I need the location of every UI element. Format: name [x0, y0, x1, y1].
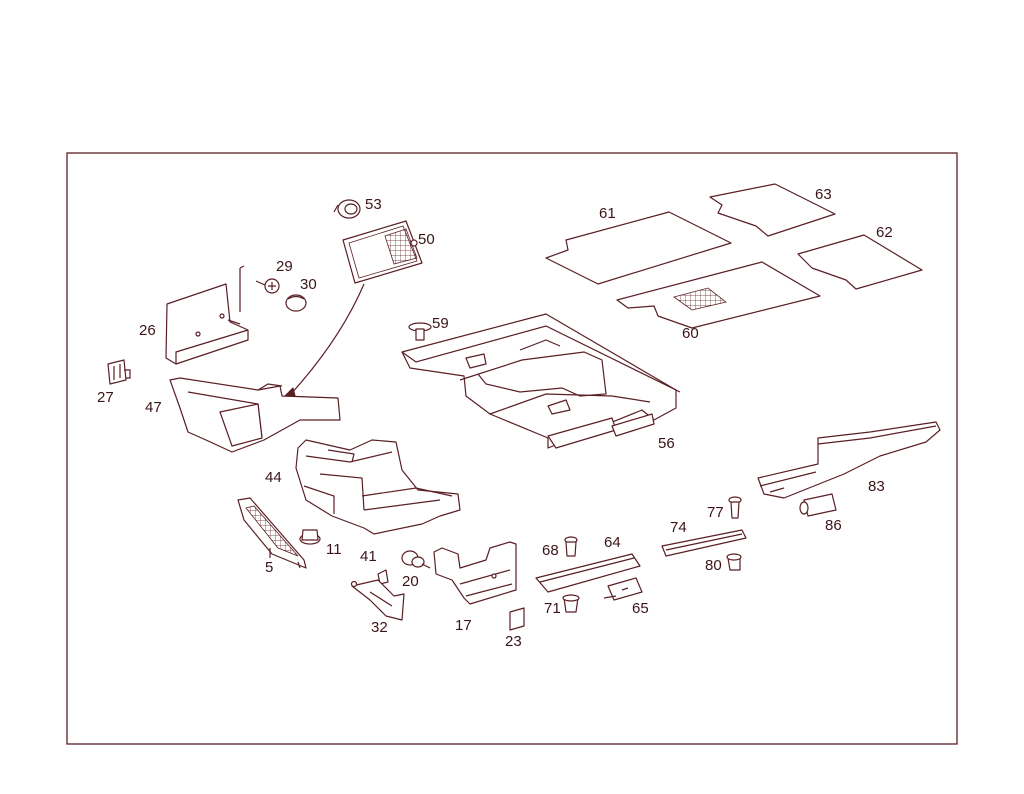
grommet-53[interactable] — [333, 199, 361, 219]
pointer-arrow — [289, 283, 365, 396]
trim-83[interactable] — [757, 421, 941, 499]
callout-17: 17 — [455, 617, 472, 634]
diagram-frame — [66, 152, 958, 745]
callout-62: 62 — [876, 224, 893, 241]
bracket-65[interactable] — [603, 577, 643, 601]
callout-20: 20 — [402, 573, 419, 590]
side-trim-47[interactable] — [169, 377, 341, 453]
callout-61: 61 — [599, 205, 616, 222]
grille-5[interactable] — [237, 497, 307, 569]
callout-44: 44 — [265, 469, 282, 486]
callout-71: 71 — [544, 600, 561, 617]
callout-56: 56 — [658, 435, 675, 452]
floor-mat-62[interactable] — [797, 234, 923, 290]
clip-59[interactable] — [408, 322, 432, 341]
screw-29[interactable] — [239, 265, 280, 312]
panel-17[interactable] — [433, 541, 517, 605]
callout-80: 80 — [705, 557, 722, 574]
callout-26: 26 — [139, 322, 156, 339]
clip-80[interactable] — [726, 553, 742, 571]
callout-27: 27 — [97, 389, 114, 406]
clip-27[interactable] — [107, 359, 131, 385]
callout-53: 53 — [365, 196, 382, 213]
floor-tub-44[interactable] — [295, 439, 461, 535]
callout-29: 29 — [276, 258, 293, 275]
callout-50: 50 — [418, 231, 435, 248]
callout-60: 60 — [682, 325, 699, 342]
callout-74: 74 — [670, 519, 687, 536]
callout-86: 86 — [825, 517, 842, 534]
callout-32: 32 — [371, 619, 388, 636]
floor-mat-60[interactable] — [616, 261, 821, 329]
strip-74[interactable] — [661, 529, 747, 557]
callout-68: 68 — [542, 542, 559, 559]
floor-mat-63[interactable] — [709, 183, 836, 237]
cap-30[interactable] — [285, 294, 307, 312]
callout-63: 63 — [815, 186, 832, 203]
clip-68[interactable] — [564, 536, 578, 557]
clip-11[interactable] — [299, 529, 321, 545]
callout-77: 77 — [707, 504, 724, 521]
clip-86[interactable] — [799, 493, 837, 517]
bracket-32[interactable] — [350, 579, 405, 621]
clip-23[interactable] — [509, 607, 525, 631]
callout-59: 59 — [432, 315, 449, 332]
callout-30: 30 — [300, 276, 317, 293]
callout-65: 65 — [632, 600, 649, 617]
floor-mat-61[interactable] — [545, 211, 732, 285]
panel-26[interactable] — [165, 283, 249, 365]
callout-47: 47 — [145, 399, 162, 416]
floor-covering-56[interactable] — [401, 313, 681, 449]
callout-83: 83 — [868, 478, 885, 495]
cover-panel-50[interactable] — [342, 220, 423, 284]
callout-41: 41 — [360, 548, 377, 565]
callout-11: 11 — [326, 541, 342, 558]
callout-23: 23 — [505, 633, 522, 650]
callout-64: 64 — [604, 534, 621, 551]
clip-77[interactable] — [728, 496, 742, 519]
sill-strip-64[interactable] — [535, 553, 641, 593]
grommet-20[interactable] — [401, 550, 431, 569]
clip-71[interactable] — [562, 594, 580, 613]
callout-5: 5 — [265, 559, 273, 576]
